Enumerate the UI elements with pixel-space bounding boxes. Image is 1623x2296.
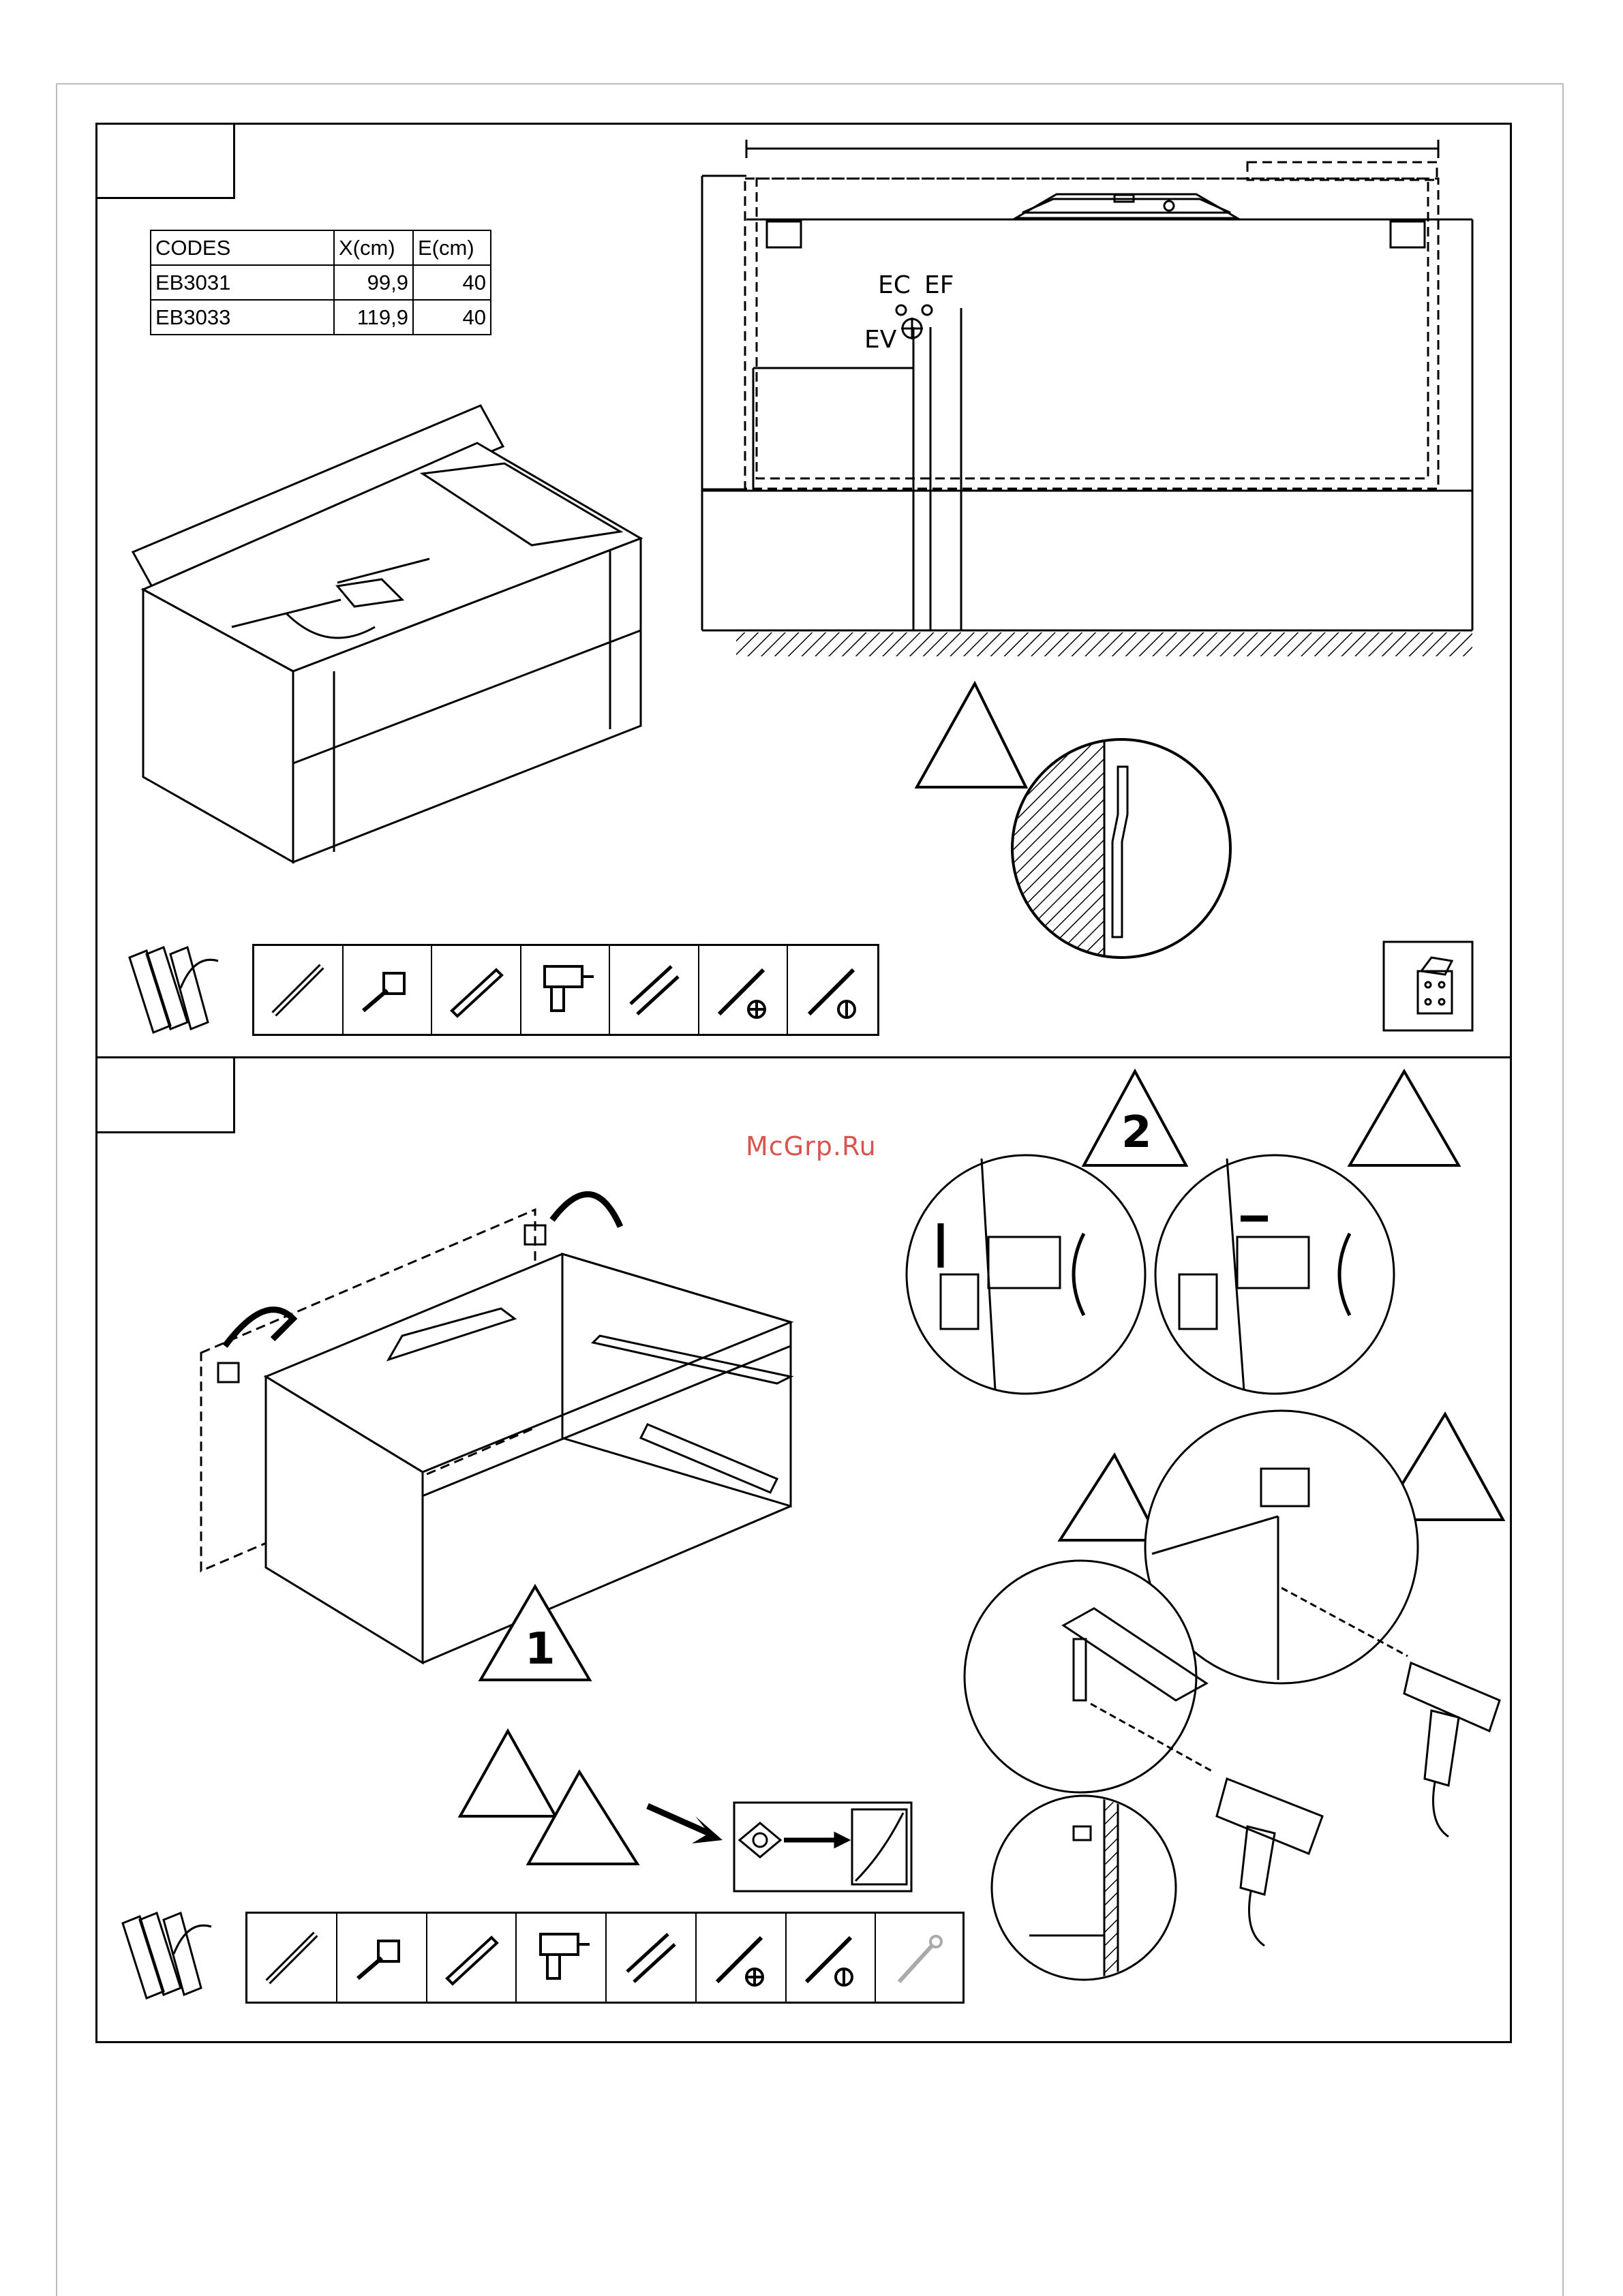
- drill-bits-icon: [607, 1914, 697, 2002]
- label-ef: EF: [924, 271, 954, 299]
- tools-toolbar-bottom: [245, 1912, 965, 2004]
- panels-icon: [130, 947, 218, 1032]
- bracket-part-icon: [1384, 942, 1472, 1030]
- warning-triangle: [1350, 1071, 1459, 1165]
- step-2-number: 2: [1121, 1107, 1152, 1158]
- wall-detail-circle: [1002, 739, 1230, 964]
- pencil-icon: [254, 946, 344, 1034]
- drill-icon-large: [1404, 1663, 1500, 1837]
- wall-mounting-diagram: [702, 140, 1472, 630]
- label-ec: EC: [878, 271, 911, 299]
- drill-bits-icon: [610, 946, 699, 1034]
- warning-triangle: [917, 684, 1026, 787]
- tape-measure-icon: [344, 946, 433, 1034]
- pencil-icon: [247, 1914, 337, 2002]
- hanger-adjust-detail-vertical: [907, 1155, 1145, 1394]
- hanger-adjust-detail-horizontal: [1155, 1155, 1394, 1394]
- warning-triangle: [1060, 1455, 1159, 1540]
- label-ev: EV: [864, 326, 896, 354]
- drill-icon: [521, 946, 611, 1034]
- drill-icon: [517, 1914, 607, 2002]
- tape-measure-icon: [337, 1914, 427, 2002]
- phillips-screwdriver-icon: [697, 1914, 787, 2002]
- film-removal-panel: [734, 1803, 911, 1891]
- screw-icon: [876, 1914, 962, 2002]
- warning-triangle: [528, 1772, 637, 1864]
- flathead-screwdriver-icon: [787, 1914, 877, 2002]
- spirit-level-icon: [427, 1914, 517, 2002]
- tools-toolbar-top: [252, 944, 879, 1036]
- open-cabinet-isometric: [201, 1194, 791, 1663]
- phillips-screwdriver-icon: [699, 946, 789, 1034]
- step-1-number: 1: [525, 1624, 556, 1674]
- cabinet-isometric: [133, 405, 641, 862]
- floor-hatch-fill: [736, 632, 1472, 656]
- spirit-level-icon: [432, 946, 521, 1034]
- flathead-screwdriver-icon: [788, 946, 877, 1034]
- drill-icon-large: [1217, 1779, 1322, 1946]
- warning-triangle: [460, 1731, 556, 1816]
- panels-icon-bottom: [123, 1913, 211, 1998]
- arrow-icon: [648, 1806, 709, 1833]
- side-view-detail: [992, 1792, 1176, 1997]
